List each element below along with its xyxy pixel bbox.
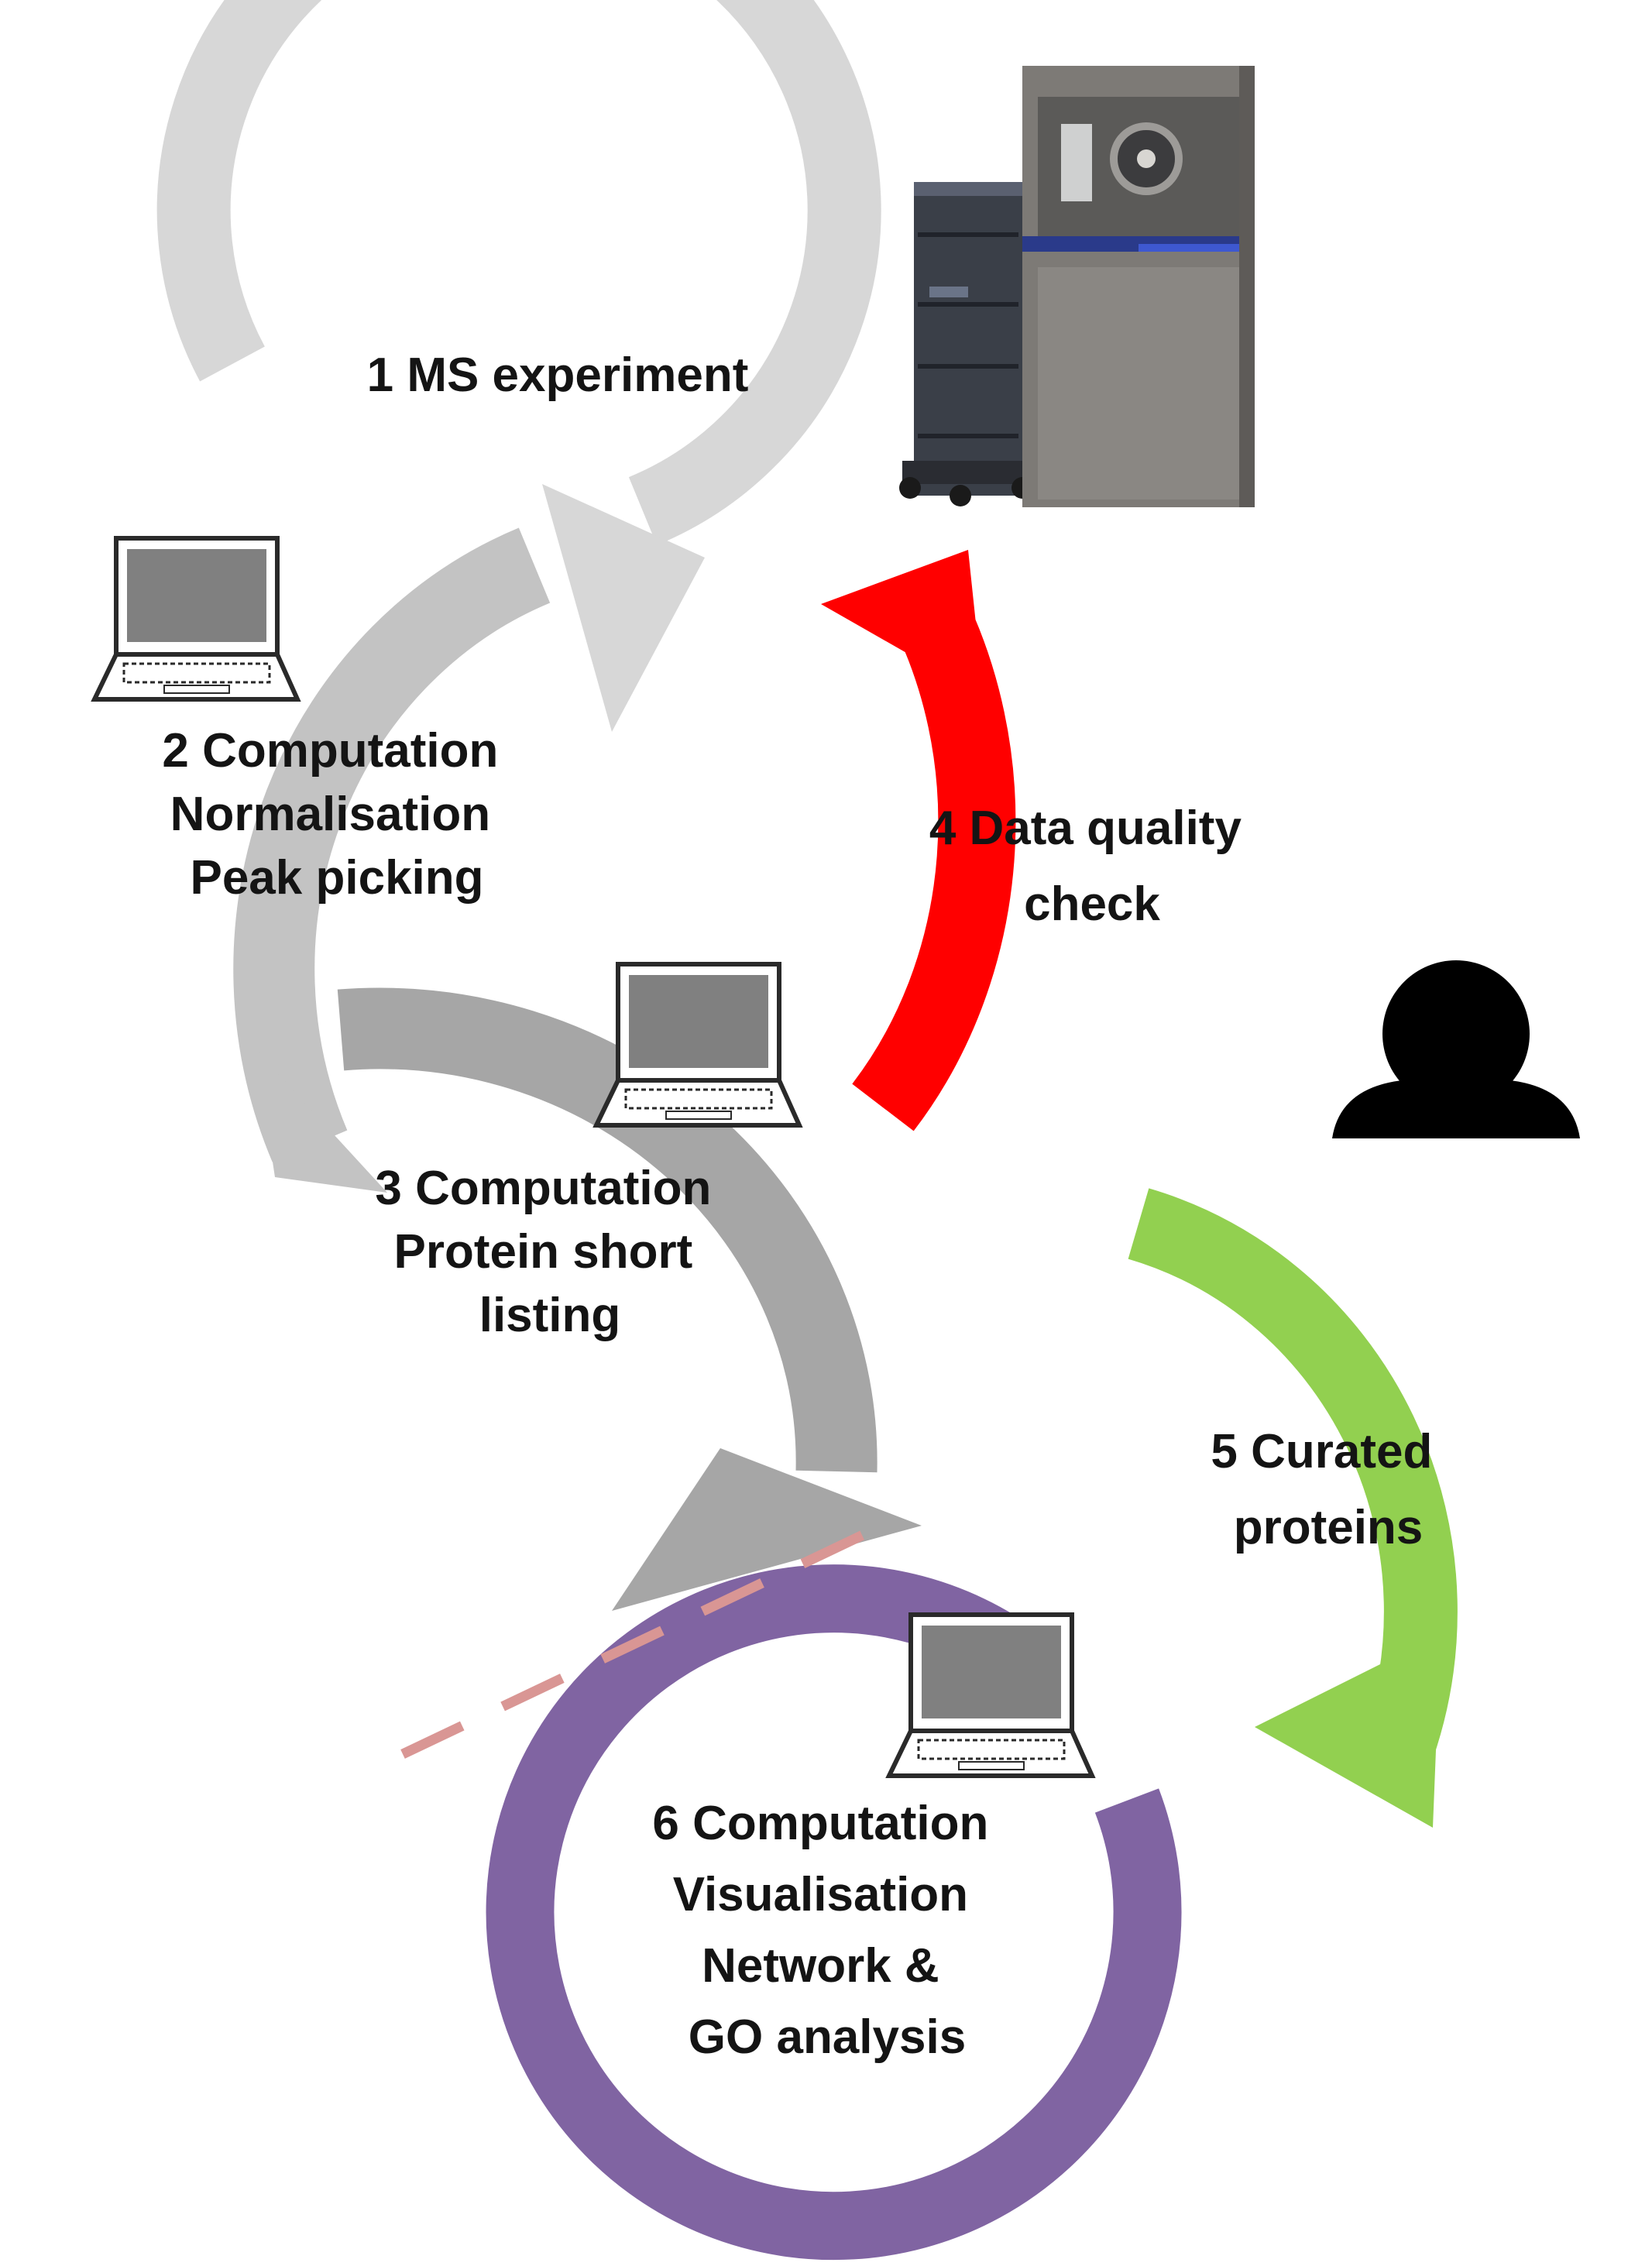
dashed-divider <box>400 1517 893 1759</box>
laptop-icon <box>592 962 803 1128</box>
step4-arrow <box>821 550 1016 1131</box>
step5-label: 5 Curated proteins <box>1211 1425 1445 1554</box>
ms-instrument-icon <box>899 66 1255 507</box>
laptop-icon <box>885 1612 1096 1778</box>
laptop-icon <box>91 536 301 702</box>
step3-label-line: listing <box>479 1289 621 1342</box>
person-icon <box>1332 960 1580 1138</box>
step4-label: 4 Data quality check <box>929 802 1255 931</box>
step3-label: 3 Computation Protein short listing <box>375 1162 724 1342</box>
step5-label-line: 5 Curated <box>1211 1425 1432 1478</box>
step1-label: 1 MS experiment <box>367 348 749 402</box>
step1-arrow <box>156 0 881 732</box>
step4-label-line: 4 Data quality <box>929 802 1242 855</box>
step1-label-line: 1 MS experiment <box>367 348 749 402</box>
step5-label-line: proteins <box>1234 1501 1424 1554</box>
step5-arrow <box>1128 1188 1458 1828</box>
step6-label-line: 6 Computation <box>652 1797 988 1850</box>
step2-label-line: Normalisation <box>170 788 490 841</box>
step2-label: 2 Computation Normalisation Peak picking <box>162 724 511 905</box>
step3-label-line: Protein short <box>393 1225 692 1279</box>
step6-label-line: Visualisation <box>673 1868 968 1921</box>
step3-label-line: 3 Computation <box>375 1162 711 1215</box>
step2-label-line: 2 Computation <box>162 724 498 778</box>
step4-label-line: check <box>1024 877 1160 931</box>
step2-label-line: Peak picking <box>190 851 483 905</box>
step3-arrow <box>337 987 922 1611</box>
step6-ring <box>486 1564 1182 2261</box>
step2-arrow <box>233 527 551 1193</box>
step6-label: 6 Computation Visualisation Network & GO… <box>652 1797 1001 2064</box>
step6-label-line: Network & <box>702 1939 939 1993</box>
step6-label-line: GO analysis <box>689 2010 966 2064</box>
